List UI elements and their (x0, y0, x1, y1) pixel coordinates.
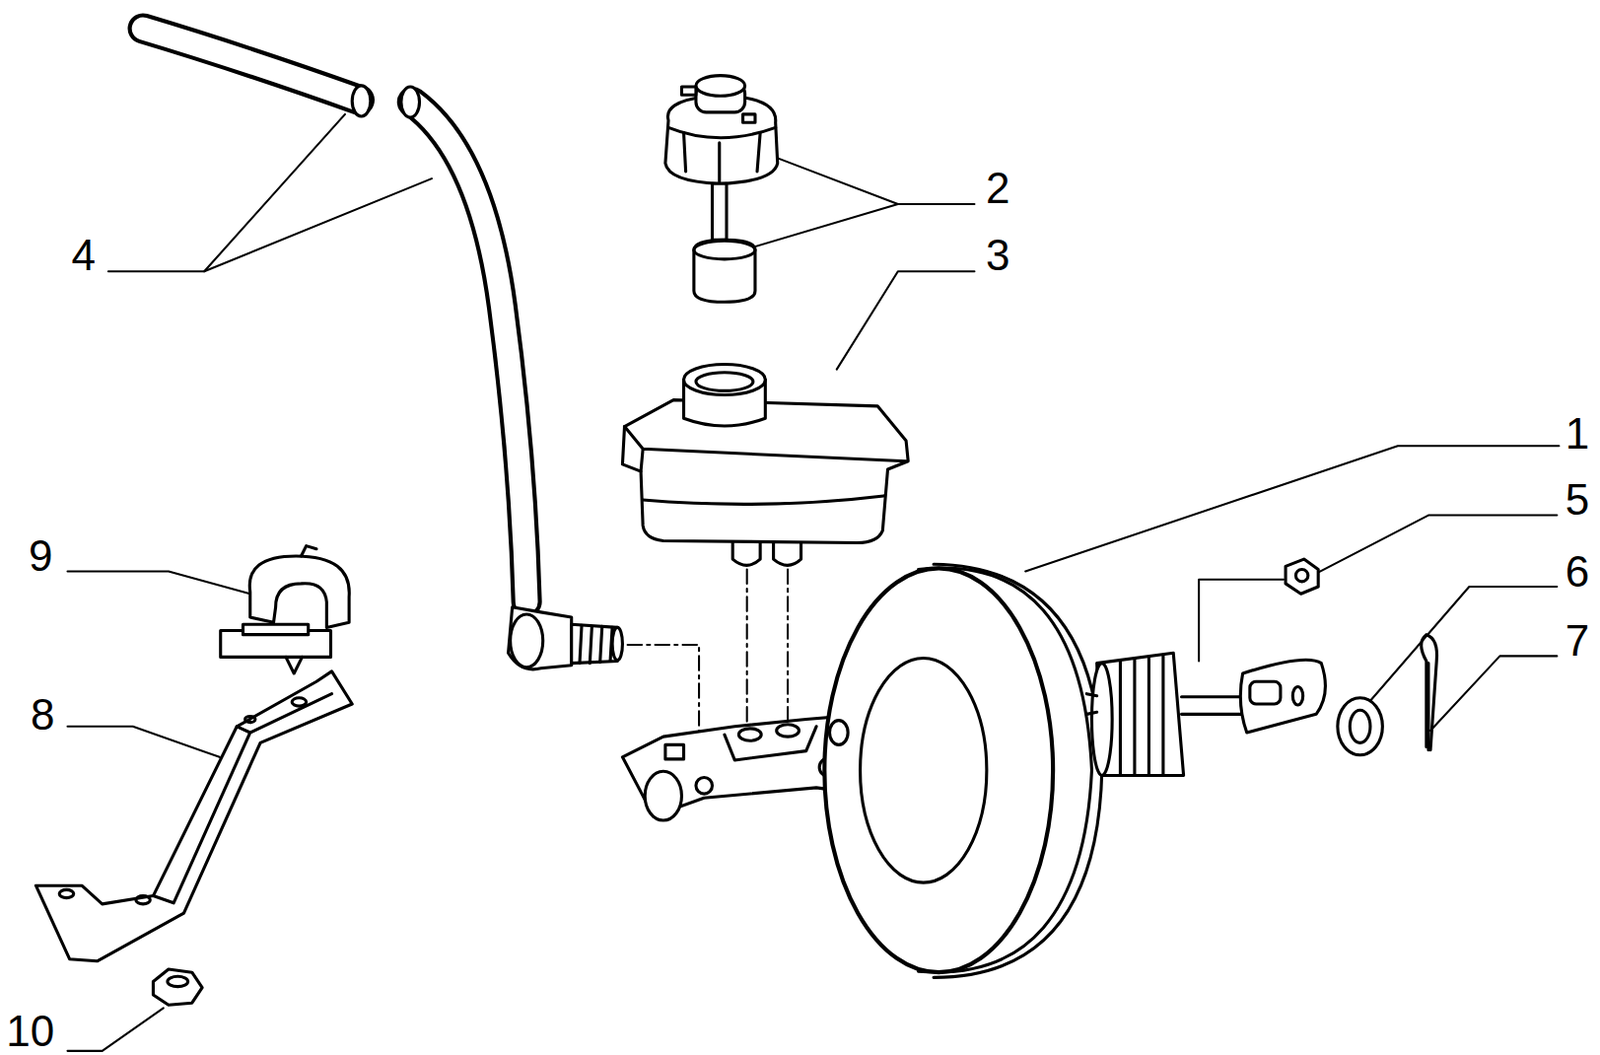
leader-lines (68, 114, 1560, 1051)
brake-booster (824, 563, 1325, 977)
callout-number: 2 (985, 166, 1010, 210)
hex-nut (152, 969, 203, 1005)
callout-number: 1 (1565, 412, 1590, 456)
hose-clip (220, 546, 350, 674)
callout-number: 4 (70, 233, 95, 278)
callout-number: 10 (5, 1009, 55, 1053)
small-parts (1285, 558, 1437, 756)
callout-number: 7 (1565, 619, 1590, 663)
fluid-reservoir (622, 363, 908, 565)
assembly-lines (627, 568, 830, 733)
callout-number: 9 (28, 534, 53, 578)
callout-number: 5 (1565, 478, 1590, 522)
callout-number: 8 (30, 693, 55, 737)
callout-number: 6 (1565, 550, 1590, 594)
callout-number: 3 (985, 233, 1010, 278)
mounting-bracket (35, 671, 352, 962)
vacuum-hose (142, 28, 623, 670)
reservoir-cap (665, 75, 778, 303)
